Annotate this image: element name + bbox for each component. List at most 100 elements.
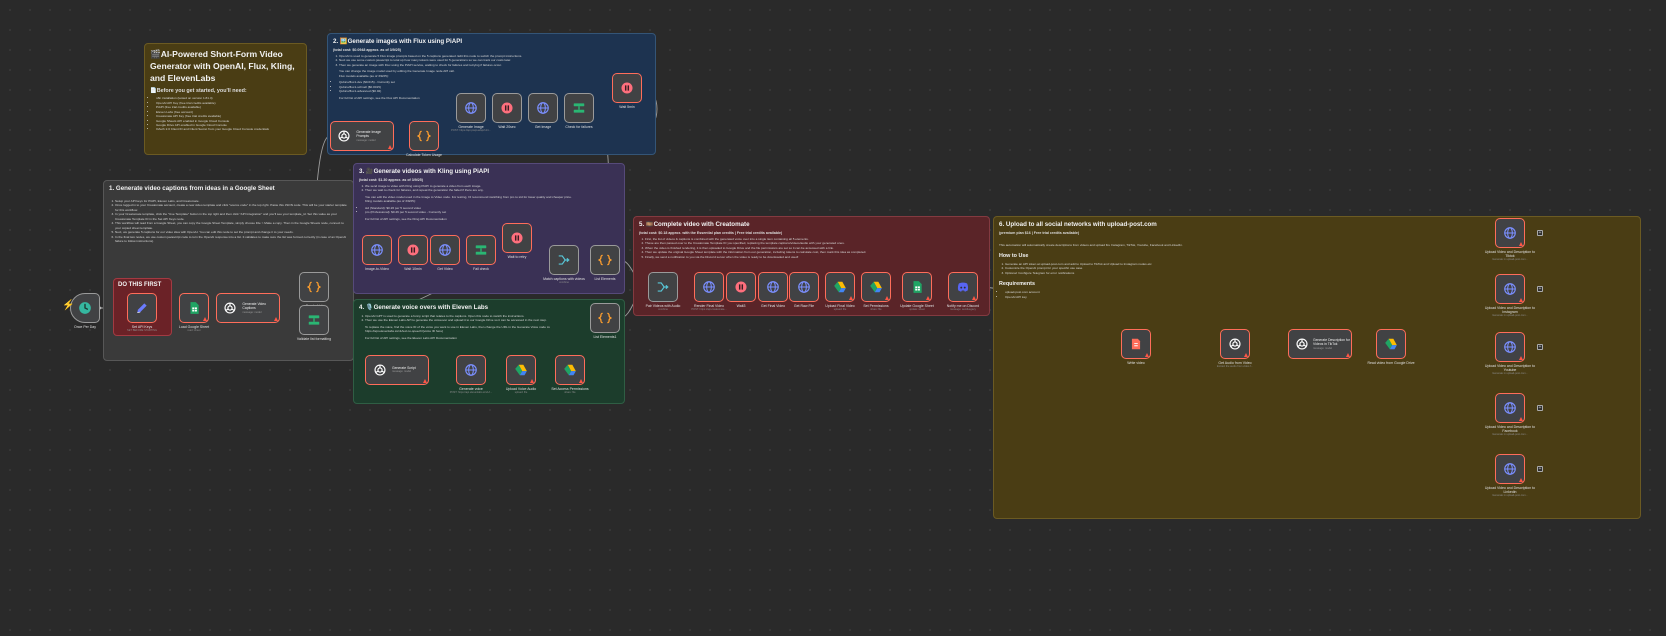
node-sublabel: combine bbox=[658, 308, 668, 312]
node-label: Get Video bbox=[415, 267, 475, 271]
node-wait-retry[interactable] bbox=[502, 223, 532, 253]
node-sublabel: POST: https://api.elevenlabs.io/v1/t... bbox=[449, 391, 493, 395]
node-up-facebook[interactable] bbox=[1495, 393, 1525, 423]
node-sublabel: Generate in upload-post.com... bbox=[1492, 372, 1528, 376]
warning-icon bbox=[388, 145, 392, 149]
list-item: std (Standard): $0.26 per 5 second video bbox=[365, 206, 619, 210]
node-up-youtube[interactable] bbox=[1495, 332, 1525, 362]
node-title: Get Image bbox=[534, 125, 552, 129]
node-update-sheet[interactable] bbox=[902, 272, 932, 302]
node-up-linkedin[interactable] bbox=[1495, 454, 1525, 484]
node-wait[interactable] bbox=[726, 272, 756, 302]
if-icon bbox=[306, 312, 323, 329]
node-load-sheet[interactable] bbox=[179, 293, 209, 323]
node-title: Upload Final Video bbox=[825, 304, 855, 308]
list-item: Once logged in to your Creatomate accoun… bbox=[115, 203, 348, 212]
node-read-drive[interactable] bbox=[1376, 329, 1406, 359]
node-sublabel: Generate in upload-post.com... bbox=[1492, 494, 1528, 498]
node-get-audio[interactable] bbox=[1220, 329, 1250, 359]
list-item: When the video is finished rendering, it… bbox=[645, 246, 984, 250]
add-node-button[interactable]: + bbox=[1537, 344, 1543, 350]
add-node-button[interactable]: + bbox=[1537, 466, 1543, 472]
node-calc-tokens[interactable] bbox=[409, 121, 439, 151]
node-wait-20s[interactable] bbox=[492, 93, 522, 123]
node-title: Validate list formatting bbox=[296, 337, 332, 341]
do-this-first-title: DO THIS FIRST bbox=[118, 282, 162, 288]
node-title: Get Video bbox=[437, 267, 453, 271]
warning-icon bbox=[1519, 356, 1523, 360]
node-set-api-keys[interactable] bbox=[127, 293, 157, 323]
add-node-button[interactable]: + bbox=[1537, 230, 1543, 236]
node-list-elements[interactable] bbox=[590, 245, 620, 275]
node-title: Write video bbox=[1127, 361, 1145, 365]
warning-icon bbox=[849, 296, 853, 300]
node-title: Upload Voice Audio bbox=[505, 387, 537, 391]
globe-icon bbox=[765, 279, 782, 296]
node-get-video[interactable] bbox=[430, 235, 460, 265]
node-notify-discord[interactable] bbox=[948, 272, 978, 302]
node-wait-10min[interactable] bbox=[398, 235, 428, 265]
node-schedule[interactable] bbox=[70, 293, 100, 323]
node-upload-voice[interactable] bbox=[506, 355, 536, 385]
node-wait-5min[interactable] bbox=[612, 73, 642, 103]
node-get-image[interactable] bbox=[528, 93, 558, 123]
node-set-perms[interactable] bbox=[861, 272, 891, 302]
section-4-steps: OpenAI GPT is used to generate a funny s… bbox=[359, 314, 619, 323]
node-create-list[interactable] bbox=[299, 272, 329, 302]
node-image-to-video[interactable] bbox=[362, 235, 392, 265]
intro-subtitle: 📄Before you get started, you'll need: bbox=[150, 88, 247, 95]
node-title: Generate voice bbox=[459, 387, 483, 391]
section-2-docs-link[interactable]: For full list of API settings, see the F… bbox=[339, 95, 420, 100]
warning-icon bbox=[1519, 242, 1523, 246]
node-label: Image-to-Video bbox=[347, 267, 407, 271]
node-check-failures[interactable] bbox=[564, 93, 594, 123]
node-get-raw[interactable] bbox=[789, 272, 819, 302]
node-title: Load Google Sheet bbox=[178, 325, 210, 329]
pencil-icon bbox=[134, 300, 151, 317]
node-validate[interactable] bbox=[299, 305, 329, 335]
add-node-button[interactable]: + bbox=[1537, 405, 1543, 411]
section-6-req-title: Requirements bbox=[999, 281, 1035, 288]
list-item: Then we update the original Google Sheet… bbox=[645, 250, 984, 254]
node-up-insta[interactable] bbox=[1495, 274, 1525, 304]
node-upload-final[interactable] bbox=[825, 272, 855, 302]
sheets-icon bbox=[909, 279, 926, 296]
warning-icon bbox=[530, 379, 534, 383]
node-fail-check[interactable] bbox=[466, 235, 496, 265]
merge-icon bbox=[556, 252, 573, 269]
node-write-video[interactable] bbox=[1121, 329, 1151, 359]
section-5-subtitle: (total cost: $0.18 approx. with the Esse… bbox=[639, 230, 783, 235]
add-node-button[interactable]: + bbox=[1537, 286, 1543, 292]
section-2-models: Qubico/flux1-dev ($0.015) - Currently se… bbox=[333, 80, 650, 93]
node-generate-image[interactable] bbox=[456, 93, 486, 123]
node-gen-desc[interactable]: Generate Description for Videos in TikTo… bbox=[1288, 329, 1352, 359]
node-title: Wait to retry bbox=[507, 255, 527, 259]
node-match-captions[interactable] bbox=[549, 245, 579, 275]
section-3-note: 3. 🎥Generate videos with Kling using PiA… bbox=[353, 163, 625, 294]
section-6-intro: This automation will automatically creat… bbox=[999, 242, 1183, 247]
list-item: OpenAI API key bbox=[1005, 295, 1635, 299]
node-sublabel: message: model bbox=[1313, 346, 1333, 350]
node-pair-videos[interactable] bbox=[648, 272, 678, 302]
node-gen-voice[interactable] bbox=[456, 355, 486, 385]
node-get-final[interactable] bbox=[758, 272, 788, 302]
section-4-docs-link[interactable]: For full list of API settings, see the E… bbox=[365, 335, 457, 340]
node-list-elements1[interactable] bbox=[590, 303, 620, 333]
node-render-final[interactable] bbox=[694, 272, 724, 302]
list-item: OpenAI API Key (free trial credits avail… bbox=[156, 101, 301, 105]
node-title: Once Per Day bbox=[74, 325, 96, 329]
node-title: Upload Video and Description to Instagra… bbox=[1484, 306, 1536, 315]
node-up-tiktok[interactable] bbox=[1495, 218, 1525, 248]
section-3-docs-link[interactable]: For full list of API settings, see the K… bbox=[365, 216, 447, 221]
node-set-access[interactable] bbox=[555, 355, 585, 385]
drive-icon bbox=[832, 279, 849, 296]
